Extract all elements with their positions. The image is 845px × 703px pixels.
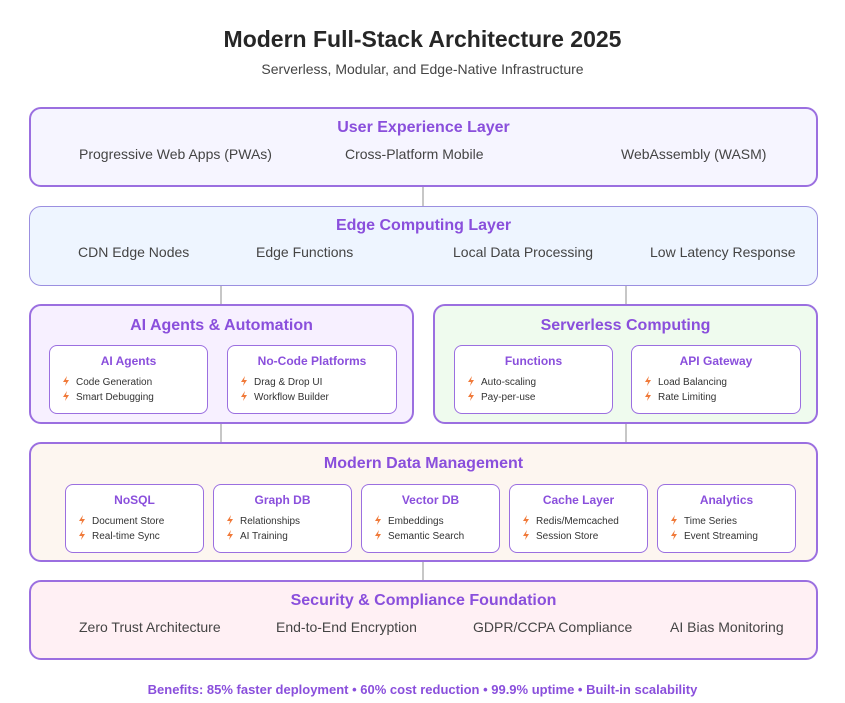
list-item: AI Training [226, 530, 288, 542]
connector-ux-edge [422, 186, 424, 207]
bolt-icon [227, 530, 233, 540]
bolt-icon [523, 530, 529, 540]
security-item-zero-trust: Zero Trust Architecture [79, 619, 221, 635]
list-item: Redis/Memcached [522, 515, 619, 527]
ux-layer: User Experience Layer Progressive Web Ap… [29, 107, 818, 187]
card-title: No-Code Platforms [257, 354, 367, 368]
list-item: Pay-per-use [467, 391, 535, 403]
card-functions: Functions Auto-scaling Pay-per-use [454, 345, 613, 414]
bolt-icon [645, 391, 651, 401]
card-title: Functions [504, 354, 563, 368]
list-item: Auto-scaling [467, 376, 536, 388]
card-vector-db: Vector DB Embeddings Semantic Search [361, 484, 500, 553]
ux-item-pwa: Progressive Web Apps (PWAs) [79, 146, 272, 162]
security-item-encryption: End-to-End Encryption [276, 619, 417, 635]
list-item: Document Store [78, 515, 164, 527]
bolt-icon [375, 530, 381, 540]
card-analytics: Analytics Time Series Event Streaming [657, 484, 796, 553]
diagram-subtitle: Serverless, Modular, and Edge-Native Inf… [261, 61, 584, 77]
list-item: Embeddings [374, 515, 444, 527]
list-item: Time Series [670, 515, 737, 527]
edge-item-latency: Low Latency Response [650, 244, 796, 260]
bolt-icon [468, 391, 474, 401]
security-item-ai-bias: AI Bias Monitoring [670, 619, 784, 635]
ux-item-wasm: WebAssembly (WASM) [621, 146, 767, 162]
list-item: Rate Limiting [644, 391, 716, 403]
card-nosql: NoSQL Document Store Real-time Sync [65, 484, 204, 553]
bolt-icon [671, 530, 677, 540]
card-api-gateway: API Gateway Load Balancing Rate Limiting [631, 345, 801, 414]
list-item: Code Generation [62, 376, 152, 388]
card-cache-layer: Cache Layer Redis/Memcached Session Stor… [509, 484, 648, 553]
bolt-icon [375, 515, 381, 525]
list-item: Real-time Sync [78, 530, 160, 542]
serverless-layer-title: Serverless Computing [540, 317, 711, 334]
bolt-icon [241, 376, 247, 386]
ai-layer-title: AI Agents & Automation [130, 317, 313, 334]
bolt-icon [63, 376, 69, 386]
bolt-icon [523, 515, 529, 525]
card-title: Cache Layer [542, 493, 615, 507]
edge-item-cdn: CDN Edge Nodes [78, 244, 190, 260]
bolt-icon [241, 391, 247, 401]
benefits-banner: Benefits: 85% faster deployment • 60% co… [147, 682, 698, 697]
security-item-gdpr: GDPR/CCPA Compliance [473, 619, 633, 635]
bolt-icon [645, 376, 651, 386]
bolt-icon [79, 515, 85, 525]
diagram-title: Modern Full-Stack Architecture 2025 [223, 26, 622, 52]
security-layer: Security & Compliance Foundation Zero Tr… [29, 580, 818, 660]
card-ai-agents: AI Agents Code Generation Smart Debuggin… [49, 345, 208, 414]
data-layer-title: Modern Data Management [323, 455, 524, 472]
list-item: Session Store [522, 530, 598, 542]
edge-item-functions: Edge Functions [256, 244, 354, 260]
data-layer: Modern Data Management NoSQL Document St… [29, 442, 818, 562]
card-title: Analytics [699, 493, 754, 507]
list-item: Event Streaming [670, 530, 758, 542]
card-title: API Gateway [679, 354, 753, 368]
card-title: NoSQL [114, 493, 155, 507]
list-item: Semantic Search [374, 530, 464, 542]
card-title: Graph DB [254, 493, 311, 507]
serverless-layer: Serverless Computing Functions Auto-scal… [433, 304, 818, 424]
edge-item-local: Local Data Processing [453, 244, 594, 260]
connector-serverless-data [625, 423, 627, 443]
connector-data-security [422, 561, 424, 581]
connector-edge-serverless [625, 285, 627, 305]
card-title: Vector DB [401, 493, 460, 507]
connector-ai-data [220, 423, 222, 443]
ai-layer: AI Agents & Automation AI Agents Code Ge… [29, 304, 414, 424]
list-item: Relationships [226, 515, 300, 527]
list-item: Drag & Drop UI [240, 376, 322, 388]
card-title: AI Agents [100, 354, 157, 368]
edge-layer-title: Edge Computing Layer [335, 217, 512, 234]
bolt-icon [468, 376, 474, 386]
bolt-icon [63, 391, 69, 401]
list-item: Smart Debugging [62, 391, 154, 403]
edge-layer: Edge Computing Layer CDN Edge Nodes Edge… [29, 206, 818, 286]
list-item: Load Balancing [644, 376, 727, 388]
bolt-icon [79, 530, 85, 540]
list-item: Workflow Builder [240, 391, 329, 403]
card-no-code: No-Code Platforms Drag & Drop UI Workflo… [227, 345, 397, 414]
card-graph-db: Graph DB Relationships AI Training [213, 484, 352, 553]
ux-item-mobile: Cross-Platform Mobile [345, 146, 484, 162]
ux-layer-title: User Experience Layer [337, 119, 510, 136]
bolt-icon [671, 515, 677, 525]
bolt-icon [227, 515, 233, 525]
connector-edge-ai [220, 285, 222, 305]
security-layer-title: Security & Compliance Foundation [290, 592, 557, 609]
